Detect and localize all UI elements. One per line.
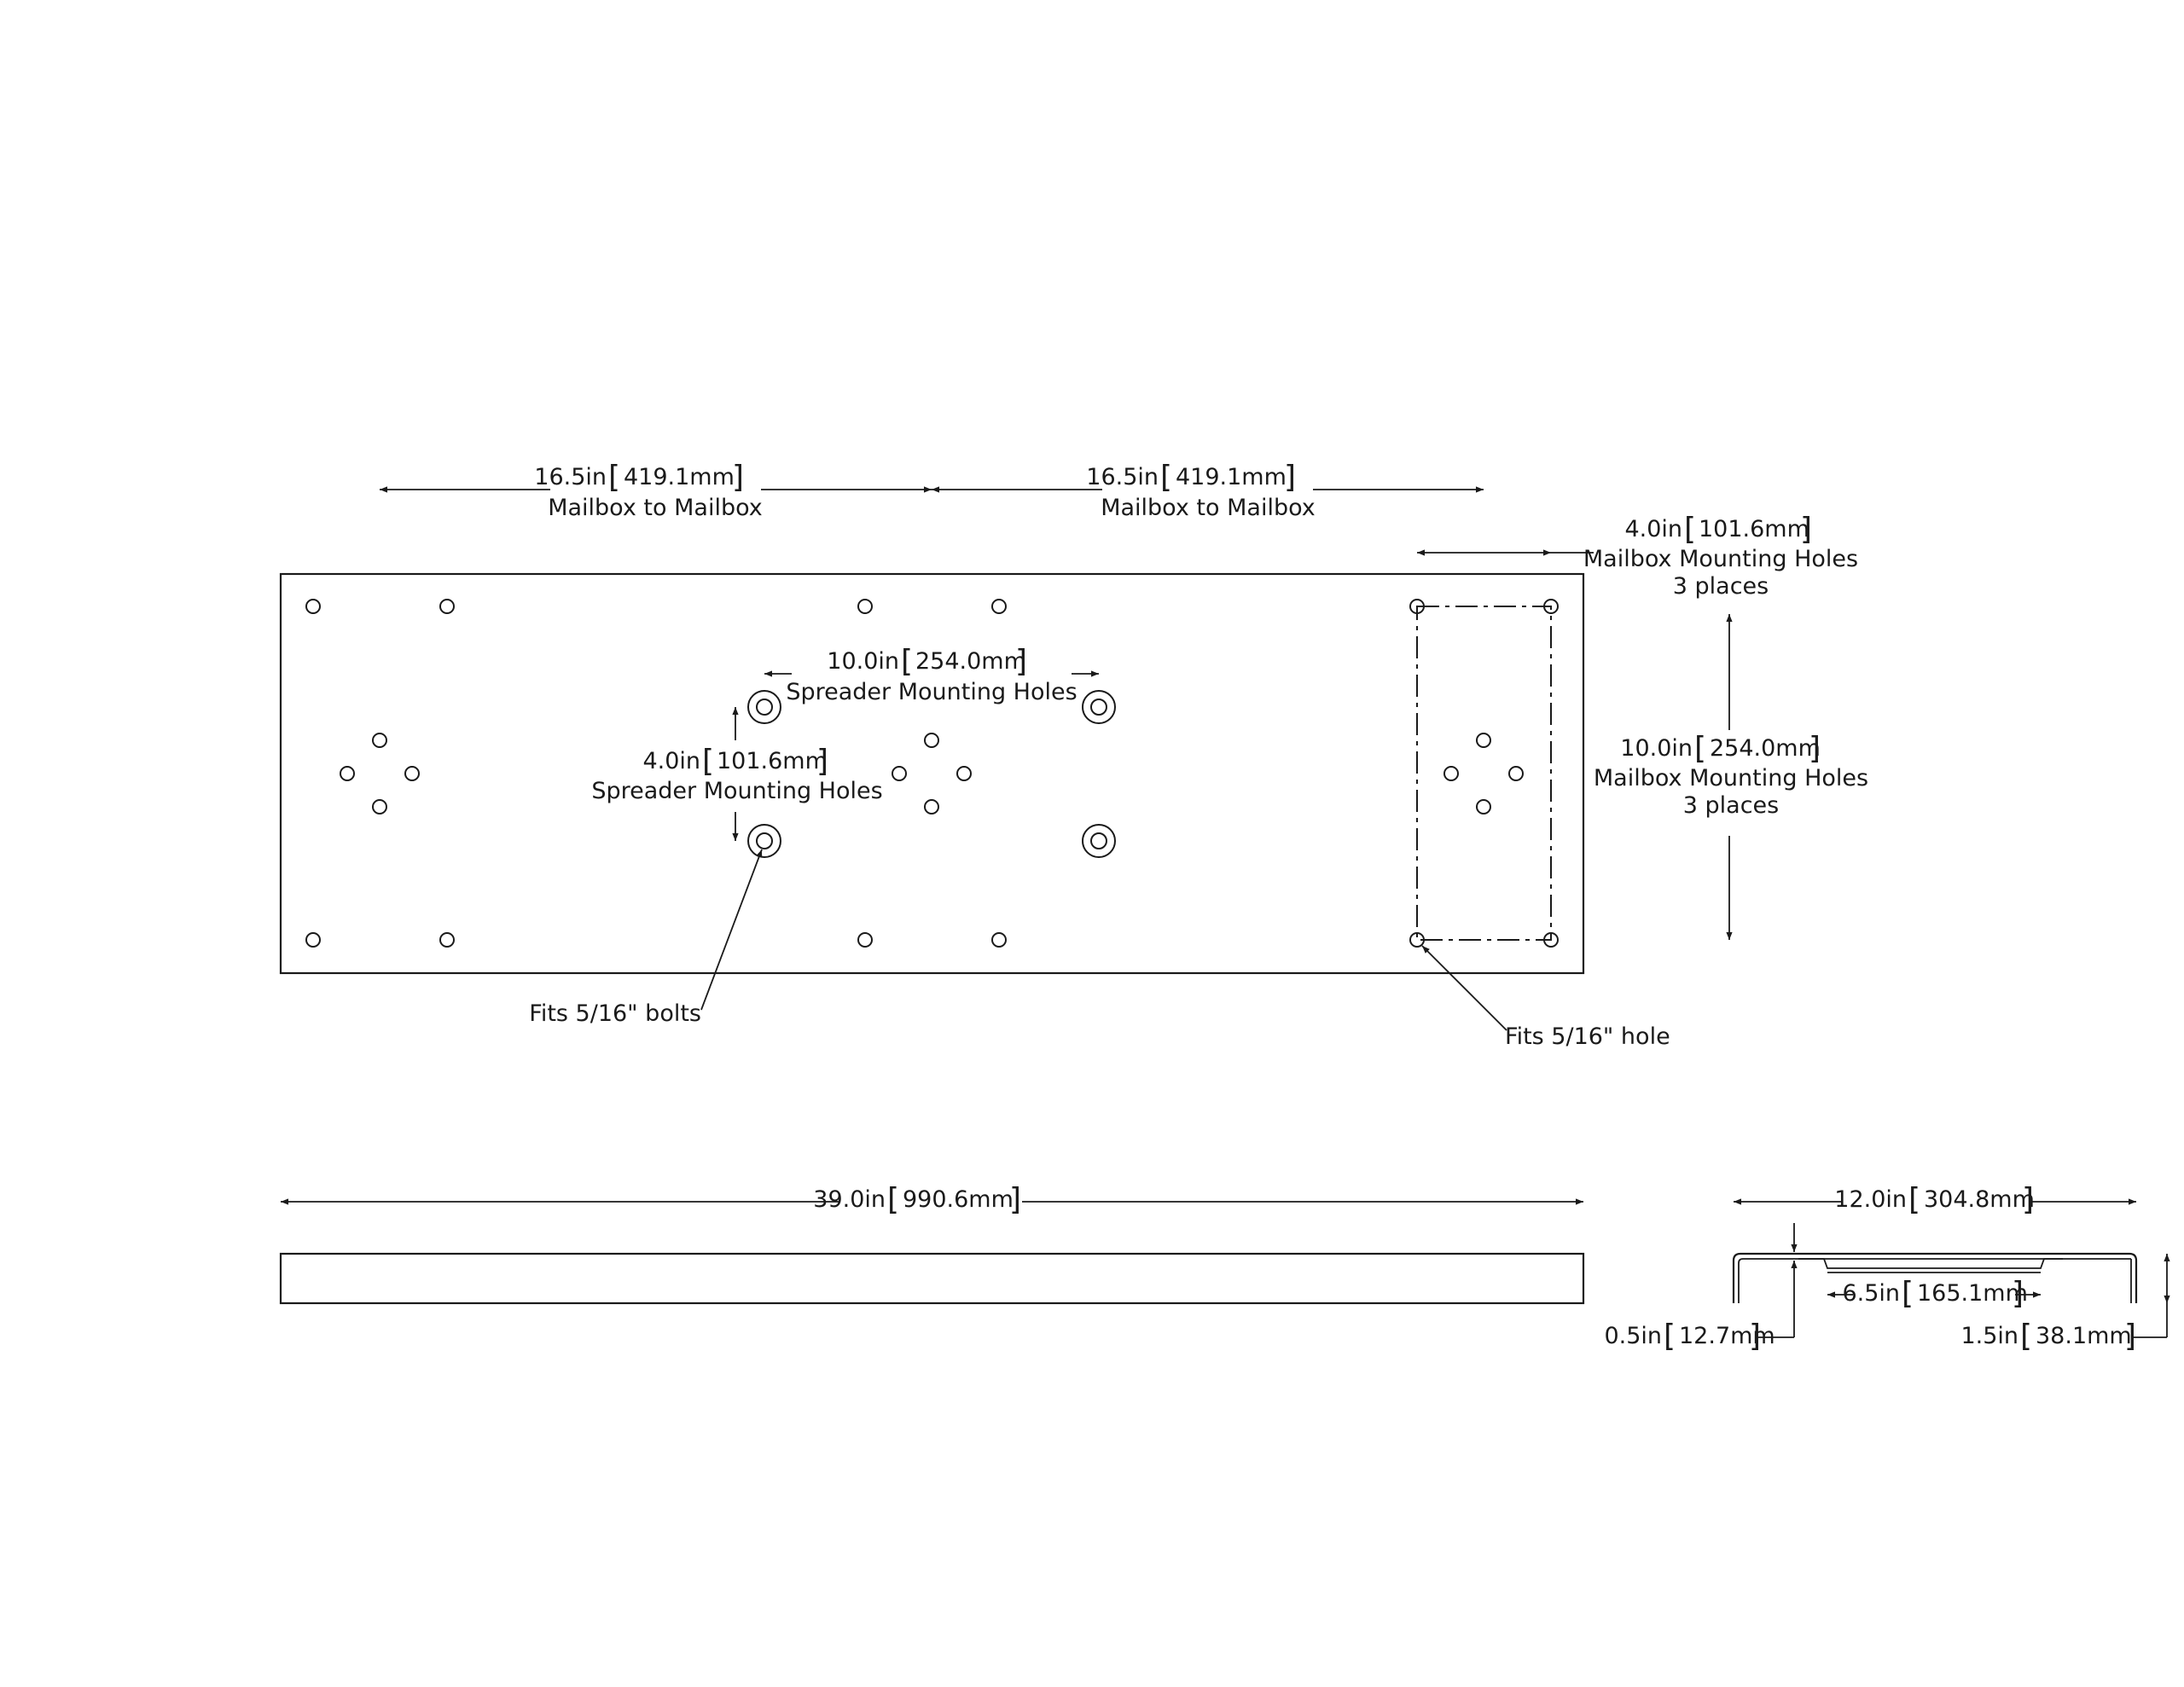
dim-note: Mailbox Mounting Holes — [1594, 765, 1868, 791]
svg-text:[: [ — [1664, 1319, 1676, 1354]
svg-text:]: ] — [816, 744, 828, 779]
dim-note: Spreader Mounting Holes — [591, 778, 882, 804]
svg-text:[: [ — [1694, 731, 1706, 766]
dim-note-places: 3 places — [1683, 792, 1779, 819]
dim-value-mm: 101.6mm — [717, 748, 828, 774]
svg-text:[: [ — [702, 744, 714, 779]
hole-pattern-right — [1443, 733, 1524, 815]
dim-value-in: 6.5in — [1842, 1280, 1900, 1307]
dim-value-in: 4.0in — [642, 748, 700, 774]
svg-text:]: ] — [1749, 1319, 1761, 1354]
dim-spreader-height: 4.0in [ 101.6mm ] Spreader Mounting Hole… — [591, 707, 883, 841]
dim-value-in: 1.5in — [1960, 1323, 2018, 1349]
callout-hole-text: Fits 5/16" hole — [1505, 1023, 1670, 1050]
corner-holes — [305, 599, 1559, 948]
svg-text:]: ] — [2022, 1182, 2034, 1217]
svg-text:[: [ — [608, 460, 620, 495]
channel-profile — [1732, 1252, 2138, 1303]
dim-value-in: 16.5in — [534, 464, 607, 490]
dim-note: Mailbox to Mailbox — [548, 495, 763, 521]
svg-text:]: ] — [2124, 1319, 2136, 1354]
dim-value-in: 39.0in — [813, 1186, 886, 1213]
dim-flange-height: 1.5in [ 38.1mm ] — [1960, 1254, 2170, 1354]
dim-mailbox-holes-width: 4.0in [ 101.6mm ] Mailbox Mounting Holes… — [1417, 512, 1858, 600]
dim-spreader-width: 10.0in [ 254.0mm ] Spreader Mounting Hol… — [764, 644, 1099, 705]
dim-note-places: 3 places — [1673, 573, 1769, 600]
plate-side-view — [279, 1252, 1585, 1305]
dim-value-mm: 304.8mm — [1924, 1186, 2035, 1213]
svg-text:]: ] — [1800, 512, 1812, 547]
dim-channel-depth: 0.5in [ 12.7mm ] — [1604, 1223, 1798, 1354]
mailbox-outline — [1416, 606, 1552, 941]
dim-value-in: 10.0in — [827, 648, 899, 675]
dim-note: Mailbox Mounting Holes — [1583, 546, 1858, 572]
dim-profile-width: 12.0in [ 304.8mm ] — [1734, 1182, 2136, 1217]
svg-text:[: [ — [1160, 460, 1172, 495]
dim-overall-length: 39.0in [ 990.6mm ] — [281, 1182, 1583, 1217]
svg-text:]: ] — [1809, 731, 1821, 766]
svg-text:[: [ — [1684, 512, 1696, 547]
dim-mailbox-holes-height: 10.0in [ 254.0mm ] Mailbox Mounting Hole… — [1594, 614, 1868, 940]
svg-text:]: ] — [732, 460, 744, 495]
svg-text:[: [ — [887, 1182, 899, 1217]
hole-pattern-center — [892, 733, 972, 815]
callout-hole: Fits 5/16" hole — [1421, 945, 1670, 1050]
dim-value-mm: 419.1mm — [624, 464, 735, 490]
dim-note: Spreader Mounting Holes — [786, 679, 1077, 705]
dim-value-in: 10.0in — [1620, 735, 1693, 762]
dim-value-mm: 101.6mm — [1699, 516, 1809, 542]
dim-mailbox-to-mailbox-1: 16.5in [ 419.1mm ] Mailbox to Mailbox — [380, 460, 932, 521]
spreader-holes — [747, 690, 1116, 858]
svg-text:]: ] — [1284, 460, 1296, 495]
dim-value-in: 16.5in — [1086, 464, 1159, 490]
dim-value-mm: 165.1mm — [1917, 1280, 2028, 1307]
dim-inner-channel: 6.5in [ 165.1mm ] — [1827, 1276, 2041, 1311]
dim-value-mm: 419.1mm — [1176, 464, 1287, 490]
dim-value-mm: 254.0mm — [1710, 735, 1821, 762]
dim-value-mm: 38.1mm — [2036, 1323, 2132, 1349]
dim-value-in: 4.0in — [1624, 516, 1682, 542]
svg-text:[: [ — [1908, 1182, 1920, 1217]
svg-text:]: ] — [1015, 644, 1027, 679]
svg-text:[: [ — [2020, 1319, 2032, 1354]
plate-top-view — [279, 572, 1585, 975]
callout-bolts: Fits 5/16" bolts — [529, 849, 763, 1027]
svg-text:]: ] — [2012, 1276, 2024, 1311]
dim-value-in: 0.5in — [1604, 1323, 1662, 1349]
hole-pattern-left — [340, 733, 420, 815]
dim-value-in: 12.0in — [1834, 1186, 1907, 1213]
svg-text:[: [ — [901, 644, 913, 679]
dim-value-mm: 254.0mm — [915, 648, 1026, 675]
dim-mailbox-to-mailbox-2: 16.5in [ 419.1mm ] Mailbox to Mailbox — [932, 460, 1484, 521]
dim-value-mm: 990.6mm — [903, 1186, 1014, 1213]
svg-text:]: ] — [1009, 1182, 1021, 1217]
callout-bolts-text: Fits 5/16" bolts — [529, 1000, 701, 1027]
dim-note: Mailbox to Mailbox — [1101, 495, 1316, 521]
dim-value-mm: 12.7mm — [1679, 1323, 1775, 1349]
svg-text:[: [ — [1902, 1276, 1914, 1311]
